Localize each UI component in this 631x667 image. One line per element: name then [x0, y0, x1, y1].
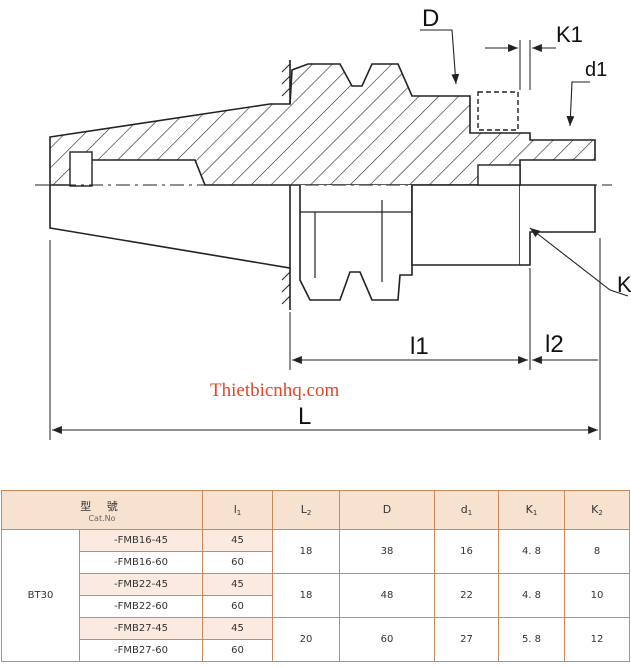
table-row: -FMB27-60 60 [2, 639, 630, 662]
label-l2: l2 [545, 331, 564, 358]
shank-lower [411, 184, 521, 266]
table-header-row: 型 號 Cat.No l1 L2 D d1 K1 K2 [1, 490, 630, 530]
leader-d1 [566, 81, 590, 127]
cat-no-cell: -FMB16-60 [79, 551, 203, 574]
label-K1: K1 [556, 22, 583, 47]
table-row: -FMB22-45 45 18 48 22 4. 8 10 [2, 573, 630, 618]
d1-cell: 27 [434, 617, 499, 662]
cat-no-cell: -FMB16-45 [79, 529, 203, 552]
K1-cell: 4. 8 [498, 573, 565, 618]
label-K: K [617, 272, 631, 297]
D-cell: 38 [339, 529, 435, 574]
header-L2: L2 [272, 490, 340, 530]
cat-no-cell: -FMB27-60 [79, 639, 203, 662]
D-cell: 60 [339, 617, 435, 662]
l1-cell: 45 [202, 617, 273, 640]
header-cat-cn: 型 號 [80, 499, 124, 513]
header-K2: K2 [564, 490, 630, 530]
L2-cell: 18 [272, 573, 340, 618]
cat-no-cell: -FMB22-45 [79, 573, 203, 596]
l1-cell: 45 [202, 529, 273, 552]
d1-cell: 22 [434, 573, 499, 618]
l1-cell: 60 [202, 639, 273, 662]
K2-cell: 10 [564, 573, 630, 618]
K2-cell: 12 [564, 617, 630, 662]
l1-cell: 60 [202, 595, 273, 618]
K1-cell: 4. 8 [498, 529, 565, 574]
K2-cell: 8 [564, 529, 630, 574]
label-d1: d1 [585, 59, 607, 81]
l1-cell: 60 [202, 551, 273, 574]
table-row: BT30 -FMB16-45 45 18 38 16 4. 8 8 [1, 529, 630, 662]
holder-section-upper [49, 63, 596, 186]
header-D: D [339, 490, 435, 530]
D-cell: 48 [339, 573, 435, 618]
cat-no-cell: -FMB22-60 [79, 595, 203, 618]
drive-key [477, 164, 521, 186]
L2-cell: 18 [272, 529, 340, 574]
K1-cell: 5. 8 [498, 617, 565, 662]
series-cell: BT30 [1, 529, 80, 662]
leader-D [420, 29, 460, 85]
L2-cell: 20 [272, 617, 340, 662]
label-L: L [298, 403, 311, 430]
table-row: -FMB27-45 45 20 60 27 5. 8 12 [2, 617, 630, 662]
header-cat-no: 型 號 Cat.No [1, 490, 203, 530]
label-l1: l1 [410, 333, 429, 360]
extension-lines [49, 40, 601, 440]
header-cat-en: Cat.No [88, 513, 116, 523]
holder-outline-lower [49, 185, 291, 269]
wall-hatch [281, 63, 291, 305]
nose-lower [520, 184, 596, 266]
spec-table: 型 號 Cat.No l1 L2 D d1 K1 K2 BT30 -FMB16-… [1, 490, 630, 662]
technical-drawing: D K1 d1 K l1 l2 L [35, 5, 631, 440]
header-K1: K1 [498, 490, 565, 530]
header-l1: l1 [202, 490, 273, 530]
leader-K [529, 227, 629, 297]
taper-bore [69, 151, 93, 187]
label-D: D [422, 5, 439, 32]
header-d1: d1 [434, 490, 499, 530]
table-row: -FMB22-60 60 [2, 595, 630, 618]
flange-lower [299, 185, 413, 301]
cat-no-cell: -FMB27-45 [79, 617, 203, 640]
l1-cell: 45 [202, 573, 273, 596]
clamp-screw [477, 91, 519, 131]
d1-cell: 16 [434, 529, 499, 574]
watermark-text: Thietbicnhq.com [210, 380, 340, 401]
